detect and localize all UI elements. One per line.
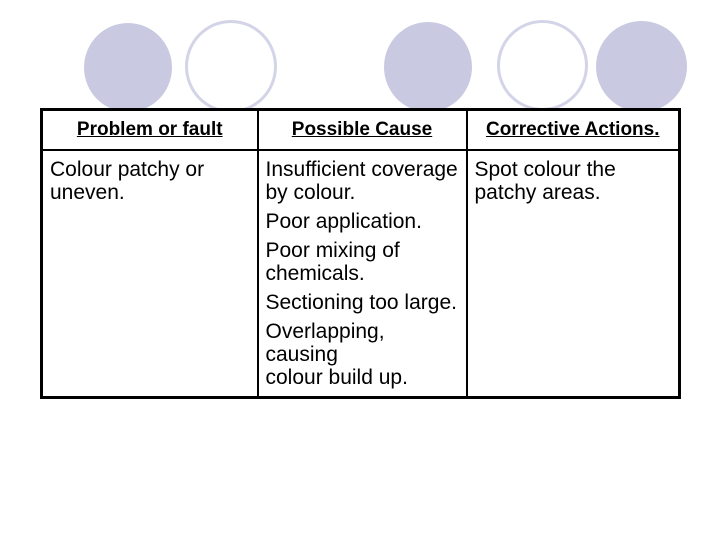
decorative-circle-outline-1 [185,20,277,113]
table-row: Colour patchy or uneven. Insufficient co… [40,149,681,399]
problem-text: Colour patchy or uneven. [50,158,205,204]
cause-paragraph-5: Overlapping, causing colour build up. [265,320,408,389]
decorative-circle-filled-3 [596,21,687,112]
column-header-possible-cause: Possible Cause [256,108,468,151]
cause-paragraph-1: Insufficient coverage by colour. [265,158,458,204]
cell-problem: Colour patchy or uneven. [40,149,259,399]
column-header-corrective-actions: Corrective Actions. [465,108,681,151]
cell-possible-cause: Insufficient coverage by colour. Poor ap… [256,149,468,399]
action-text: Spot colour the patchy areas. [474,158,616,204]
decorative-circle-filled-2 [384,22,472,112]
decorative-circle-filled-1 [84,23,172,112]
decorative-circle-outline-2 [497,20,588,111]
cause-paragraph-4: Sectioning too large. [265,291,457,314]
table-header-row: Problem or fault Possible Cause Correcti… [40,108,681,151]
column-header-problem-or-fault: Problem or fault [40,108,259,151]
troubleshooting-table: Problem or fault Possible Cause Correcti… [40,108,681,399]
cause-paragraph-2: Poor application. [265,210,422,233]
cell-corrective-action: Spot colour the patchy areas. [465,149,681,399]
cause-paragraph-3: Poor mixing of chemicals. [265,239,400,285]
